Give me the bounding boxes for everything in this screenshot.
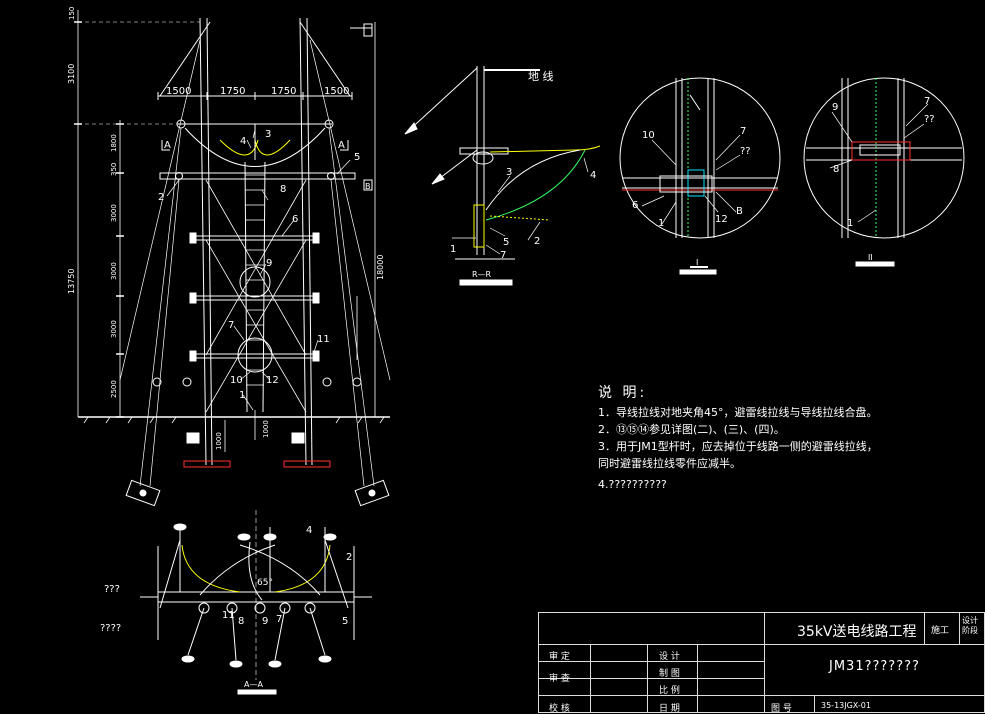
plan-part-8: 8 <box>238 616 244 627</box>
drawing-title: JM31??????? <box>829 659 920 674</box>
row-review: 审 查 <box>549 674 570 684</box>
dim-left-150: 150 <box>68 7 76 20</box>
part-1: 1 <box>239 390 245 401</box>
row-design: 设 计 <box>659 652 680 662</box>
plan-part-9: 9 <box>262 616 268 627</box>
dim-left-1800: 1800 <box>110 134 118 152</box>
section-mark-a-left: A <box>164 140 171 151</box>
part-7: 7 <box>228 320 234 331</box>
row-approve: 审 定 <box>549 652 570 662</box>
part-2: 2 <box>158 192 164 203</box>
plan-left-label-1: ??? <box>104 584 120 595</box>
row-check: 校 核 <box>549 704 570 714</box>
d1-part-6: 6 <box>632 200 638 211</box>
dim-left-3100: 3100 <box>67 64 76 84</box>
part-8: 8 <box>280 184 286 195</box>
section-mark-a-right: A <box>338 140 345 151</box>
d1-part-7: 7 <box>740 126 746 137</box>
dim-below-2: 1000 <box>262 420 270 438</box>
note-line-5: 4.?????????? <box>598 478 667 491</box>
rr-part-4: 4 <box>590 170 596 181</box>
d2-part-q: ?? <box>924 114 935 125</box>
design-notes: 说 明: 1．导线拉线对地夹角45°，避雷线拉线与导线拉线合盘。 2．⑬⑮⑭参见… <box>598 385 878 493</box>
dim-top-3: 1750 <box>271 86 296 97</box>
rr-part-7: 7 <box>500 250 506 261</box>
rr-caption: R—R <box>472 270 492 279</box>
d1-part-q: ?? <box>740 146 751 157</box>
dim-top-4: 1500 <box>324 86 349 97</box>
note-line-1: 1．导线拉线对地夹角45°，避雷线拉线与导线拉线合盘。 <box>598 406 878 419</box>
d1-part-10: 10 <box>642 130 655 141</box>
design-stage-label: 设计 阶段 <box>962 616 978 635</box>
plan-left-label-2: ???? <box>100 623 121 634</box>
dim-top-2: 1750 <box>220 86 245 97</box>
part-12: 12 <box>266 375 279 386</box>
plan-part-2: 2 <box>346 552 352 563</box>
note-line-3: 3．用于JM1型杆时，应去掉位于线路一侧的避雷线拉线， <box>598 440 878 453</box>
rr-part-3: 3 <box>506 167 512 178</box>
plan-part-5: 5 <box>342 616 348 627</box>
rr-part-1: 1 <box>450 244 456 255</box>
rr-part-2: 2 <box>534 236 540 247</box>
dim-below-1: 1000 <box>215 432 223 450</box>
d2-caption: II <box>868 253 873 262</box>
plan-angle: 65° <box>257 578 273 588</box>
title-block: 35kV送电线路工程 施工 设计 阶段 JM31??????? 审 定 审 查 … <box>538 612 985 714</box>
d1-part-1: 1 <box>658 218 664 229</box>
d1-part-12: 12 <box>715 214 728 225</box>
note-line-2: 2．⑬⑮⑭参见详图(二)、(三)、(四)。 <box>598 423 785 436</box>
project-stage: 施工 <box>931 626 950 636</box>
drawing-no-label: 图 号 <box>771 704 792 714</box>
part-3: 3 <box>265 129 271 140</box>
ground-wire-label: 地 线 <box>528 69 554 83</box>
dim-left-3000b: 3000 <box>110 262 118 280</box>
d2-part-1: 1 <box>847 218 853 229</box>
d2-part-9: 9 <box>832 102 838 113</box>
plan-part-7: 7 <box>276 614 282 625</box>
plan-part-11: 11 <box>222 610 235 621</box>
dim-left-350: 350 <box>110 163 118 176</box>
part-11: 11 <box>317 334 330 345</box>
part-9: 9 <box>266 258 272 269</box>
rr-part-5: 5 <box>503 237 509 248</box>
dim-left-3000c: 3000 <box>110 320 118 338</box>
plan-caption: A—A <box>244 680 263 689</box>
drawing-no: 35-13JGX-01 <box>821 701 871 710</box>
dim-left-2500: 2500 <box>110 380 118 398</box>
row-date: 日 期 <box>659 704 680 714</box>
d2-part-8: 8 <box>833 164 839 175</box>
section-mark-b: B <box>365 182 371 191</box>
project-name: 35kV送电线路工程 <box>797 624 917 640</box>
note-line-4: 同时避雷线拉线零件应减半。 <box>598 457 741 470</box>
d1-part-b: B <box>736 206 743 217</box>
notes-heading: 说 明: <box>598 385 648 401</box>
row-scale: 比 例 <box>659 686 680 696</box>
dim-top-1: 1500 <box>166 86 191 97</box>
d2-part-7: 7 <box>924 96 930 107</box>
part-10: 10 <box>230 375 243 386</box>
d1-caption: I <box>696 258 698 267</box>
part-5: 5 <box>354 152 360 163</box>
part-6: 6 <box>292 214 298 225</box>
dim-left-3000a: 3000 <box>110 204 118 222</box>
part-4: 4 <box>240 136 246 147</box>
dim-right-18000: 18000 <box>376 255 385 280</box>
row-draft: 制 图 <box>659 669 680 679</box>
plan-part-4: 4 <box>306 525 312 536</box>
dim-left-13750: 13750 <box>67 269 76 294</box>
